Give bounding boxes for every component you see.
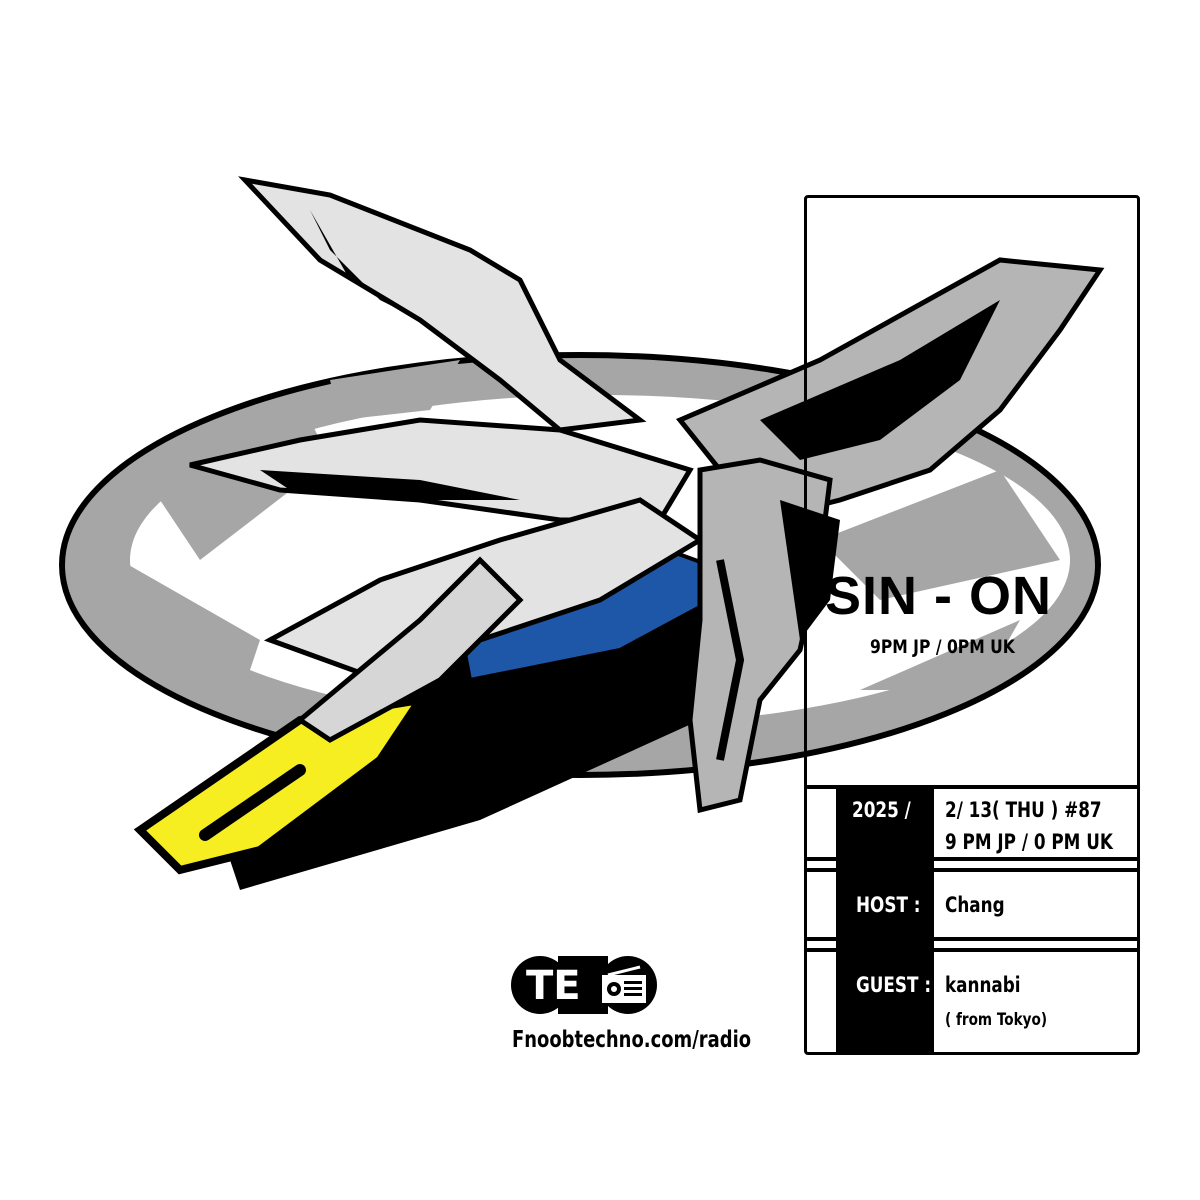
show-time: 9PM JP / 0PM UK — [870, 636, 1015, 658]
guest-name: kannabi — [945, 973, 1021, 997]
guest-origin: ( from Tokyo) — [945, 1010, 1048, 1030]
host-name: Chang — [945, 893, 1005, 917]
website-url: Fnoobtechno.com/radio — [512, 1027, 752, 1053]
show-title: SIN - ON — [825, 566, 1053, 626]
logo-text: TE — [526, 963, 581, 1009]
info-panel — [804, 195, 1140, 1055]
divider — [806, 868, 1140, 872]
year-label: 2025 / — [852, 798, 911, 822]
guest-label: GUEST : — [856, 973, 932, 997]
divider — [806, 785, 1140, 789]
event-time: 9 PM JP / 0 PM UK — [945, 830, 1113, 854]
divider — [806, 937, 1140, 941]
claw-upper — [238, 176, 647, 433]
event-date: 2/ 13( THU ) #87 — [945, 798, 1102, 822]
divider — [806, 857, 1140, 861]
radio-icon — [602, 965, 646, 1003]
fnoob-techno-logo: TE — [511, 956, 657, 1014]
host-label: HOST : — [856, 893, 921, 917]
info-label-column — [836, 788, 934, 1052]
divider — [806, 948, 1140, 952]
